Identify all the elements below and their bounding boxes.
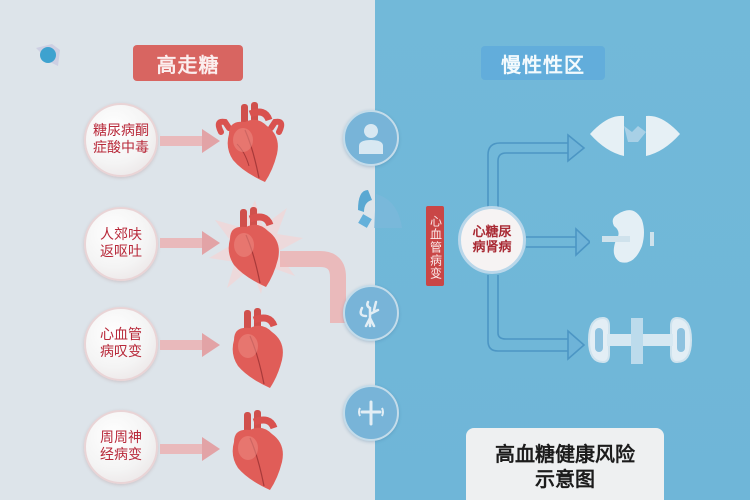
cause-line2: 经病变: [100, 447, 142, 463]
heart-icon: [232, 308, 283, 388]
acute-complications-title: 高走糖: [133, 45, 243, 81]
heart-icon: [215, 102, 285, 182]
summary-line2: 示意图: [535, 467, 595, 491]
doctor-icon: [359, 124, 383, 154]
nerve-icon: [359, 300, 380, 328]
foot-circle: [343, 385, 399, 441]
center-line2: 病肾病: [472, 240, 512, 255]
cardiovascular-label: 心血管病变: [426, 206, 444, 286]
kidney-icon: [602, 210, 654, 263]
cause-line2: 症酸中毒: [93, 140, 149, 156]
nerve-circle: [343, 285, 399, 341]
eye-icon: [590, 115, 680, 156]
doctor-circle: [343, 110, 399, 166]
branch-lines: [487, 133, 590, 361]
arrow-right-icon: [160, 333, 220, 357]
cause-line1: 心血管: [100, 327, 142, 343]
logo-icon: [36, 44, 60, 66]
heart-icon: [228, 207, 279, 287]
heart-icon: [232, 410, 283, 490]
cause-cardiovascular: 心血管 病叹变: [84, 307, 158, 381]
summary-title-box: 高血糖健康风险 示意图: [466, 428, 664, 500]
cause-line2: 返呕吐: [100, 244, 142, 260]
cause-ketoacidosis: 糖尿病酮 症酸中毒: [84, 103, 158, 177]
curved-arrow-icon: [280, 251, 346, 323]
cause-peripheral-neuropathy: 周周神 经病变: [84, 410, 158, 484]
cause-line1: 人郊呋: [100, 227, 142, 243]
chronic-complications-title: 慢性性区: [481, 46, 605, 80]
cross-icon: [358, 400, 384, 426]
cause-nausea-vomiting: 人郊呋 返呕吐: [84, 207, 158, 281]
left-panel-background: [0, 0, 375, 500]
connector-icon: [358, 190, 402, 228]
arrow-right-icon: [160, 437, 220, 461]
summary-line1: 高血糖健康风险: [495, 442, 635, 466]
diabetic-nephropathy-circle: 心糖尿 病肾病: [458, 206, 526, 274]
cause-line1: 糖尿病酮: [93, 123, 149, 139]
nerve-organ-icon: [587, 316, 693, 364]
cause-line1: 周周神: [100, 430, 142, 446]
arrow-right-icon: [160, 231, 220, 255]
arrow-right-icon: [160, 129, 220, 153]
cause-line2: 病叹变: [100, 344, 142, 360]
center-line1: 心糖尿: [472, 225, 512, 240]
